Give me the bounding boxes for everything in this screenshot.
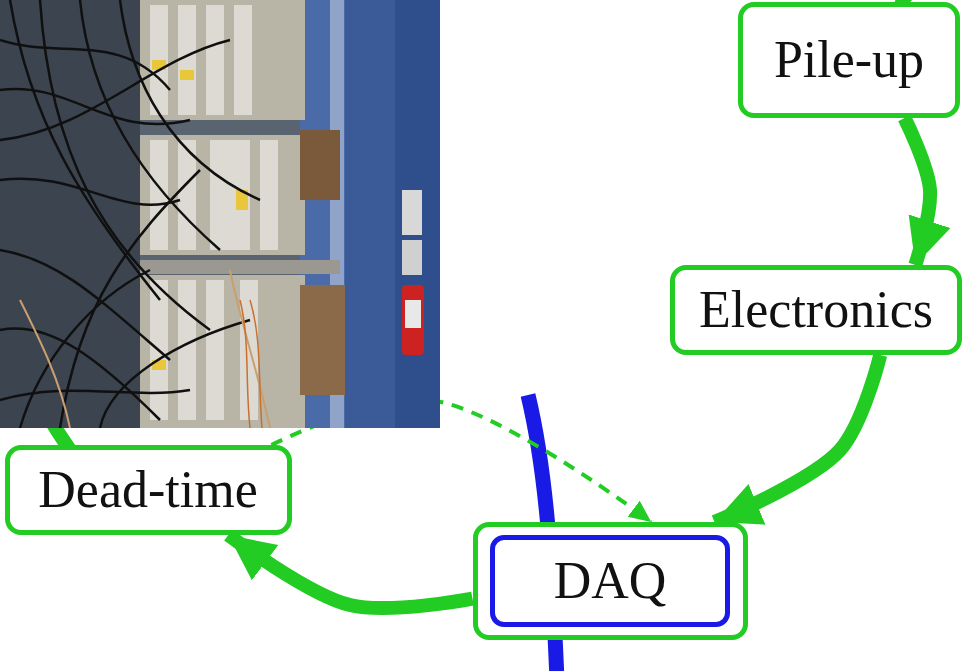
process-box: DAQ bbox=[473, 522, 748, 640]
box-label: Pile-up bbox=[774, 31, 924, 88]
process-box: Dead-time bbox=[5, 445, 292, 535]
flow-arrow bbox=[715, 355, 881, 522]
inner-outline: DAQ bbox=[490, 535, 730, 627]
flow-arrow bbox=[228, 535, 472, 608]
box-label: Dead-time bbox=[38, 461, 257, 518]
flow-arrow bbox=[905, 118, 931, 265]
process-box: Pile-up bbox=[738, 2, 960, 118]
box-label: DAQ bbox=[554, 552, 667, 609]
rack-photo bbox=[0, 0, 440, 428]
box-label: Electronics bbox=[699, 281, 933, 338]
process-box: Electronics bbox=[670, 265, 962, 355]
